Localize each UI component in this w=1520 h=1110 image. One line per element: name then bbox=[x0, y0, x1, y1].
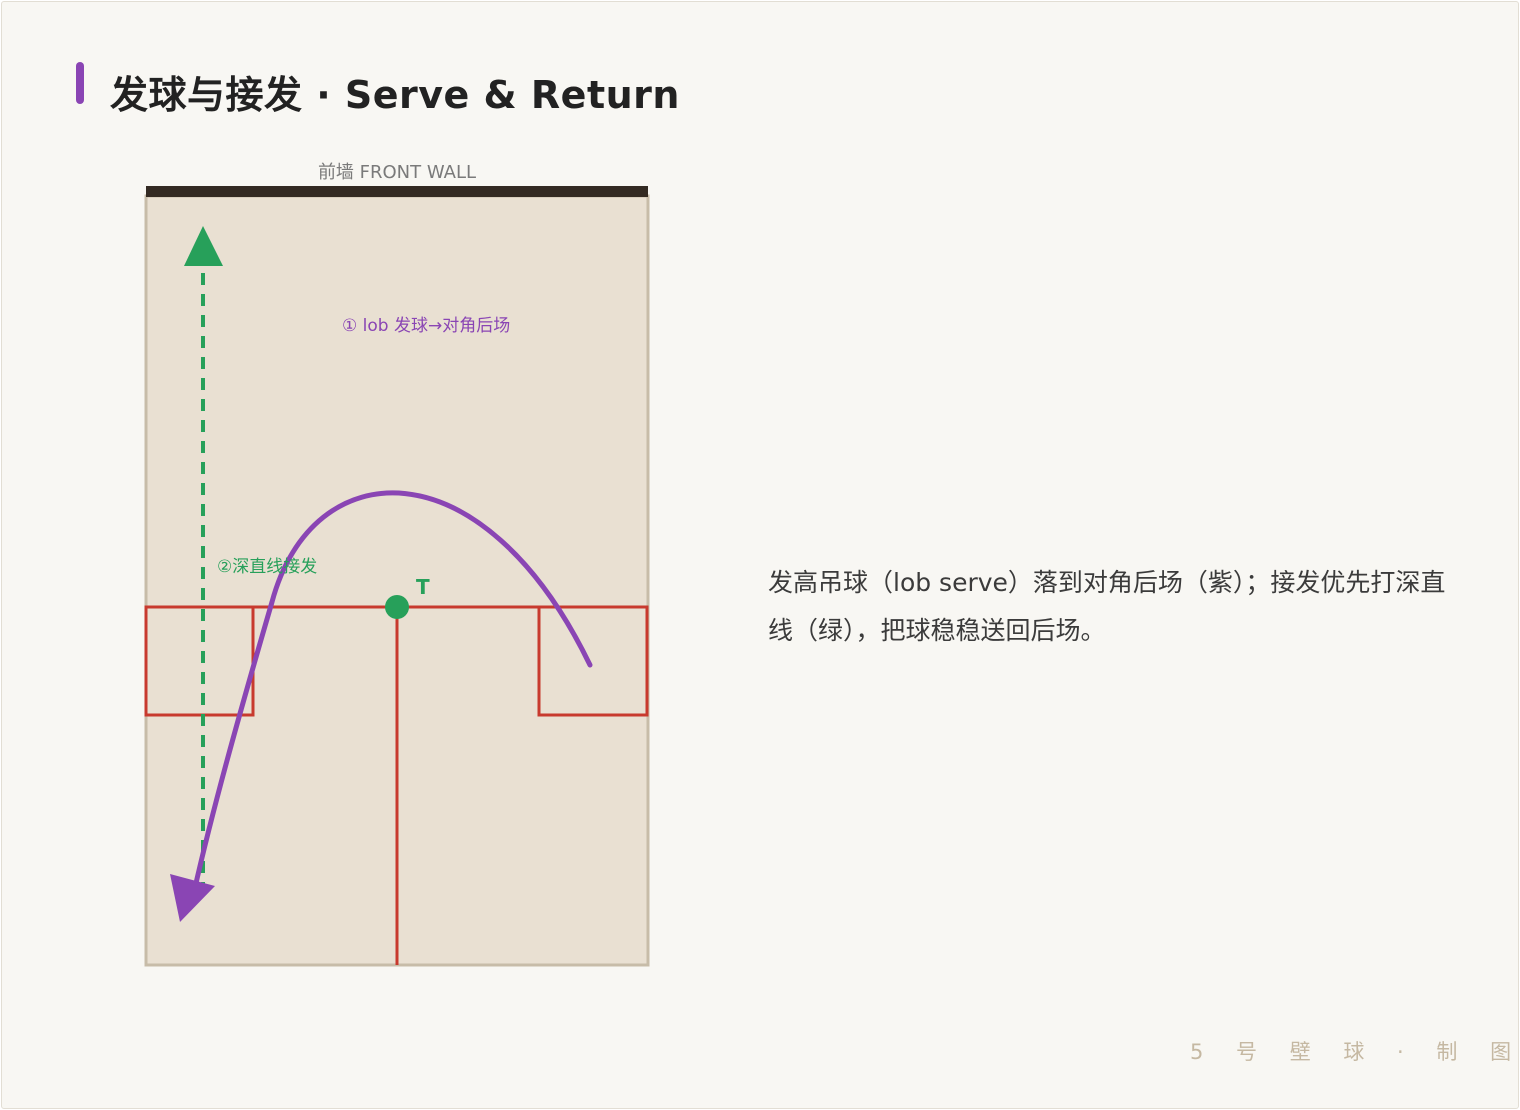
right-service-box bbox=[537, 605, 649, 717]
title-accent-bar bbox=[76, 62, 84, 104]
return-arrow bbox=[184, 226, 223, 894]
serve-arrowhead bbox=[170, 874, 215, 922]
front-wall-label: 前墙 FRONT WALL bbox=[318, 162, 476, 183]
description-text: 发高吊球（lob serve）落到对角后场（紫）；接发优先打深直线（绿），把球稳… bbox=[768, 568, 1446, 645]
serve-arrow bbox=[170, 490, 593, 922]
return-label: ②深直线接发 bbox=[217, 557, 317, 577]
front-wall bbox=[146, 186, 648, 197]
t-label: T bbox=[416, 575, 430, 599]
page-title: 发球与接发 · Serve & Return bbox=[110, 73, 680, 117]
serve-path bbox=[191, 490, 593, 895]
t-point bbox=[385, 595, 409, 619]
return-arrowhead bbox=[184, 226, 223, 266]
footer-credit: 5 号 壁 球 · 制 图 bbox=[1190, 1040, 1520, 1064]
serve-label: ① lob 发球→对角后场 bbox=[342, 316, 510, 336]
